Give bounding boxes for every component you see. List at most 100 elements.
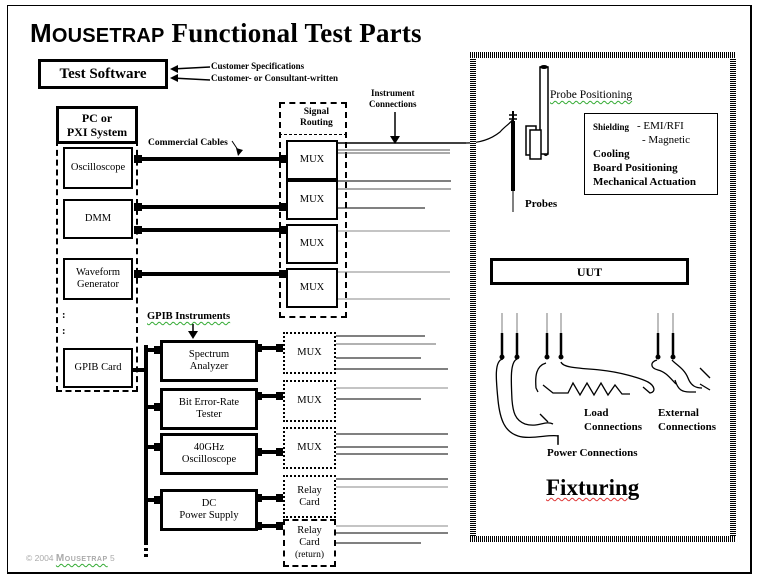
fixturing-features-box: Shielding - EMI/RFI - Magnetic Cooling B… xyxy=(584,113,718,195)
gpib-card-label: GPIB Card xyxy=(74,362,122,373)
instrument-connections-line2: Connections xyxy=(369,99,417,109)
relay-return-line2: Card xyxy=(299,537,320,548)
mux-label: MUX xyxy=(299,194,325,205)
probe-positioning-text: Probe Positioning xyxy=(550,89,633,101)
gpib-bit-error-rate-tester: Bit Error-Rate Tester xyxy=(160,388,258,430)
gpib-40ghz-oscilloscope: 40GHz Oscilloscope xyxy=(160,433,258,475)
instrument-gpib-card: GPIB Card xyxy=(63,348,133,388)
customer-written-label: Customer- or Consultant-written xyxy=(211,73,338,83)
gpib-spectrum-analyzer: Spectrum Analyzer xyxy=(160,340,258,382)
uut-label: UUT xyxy=(576,264,603,279)
spectrum-analyzer-line1: Spectrum xyxy=(188,349,230,360)
customer-specifications-label: Customer Specifications xyxy=(211,61,305,71)
gpib-relay-card: Relay Card xyxy=(283,475,336,518)
instrument-oscilloscope: Oscilloscope xyxy=(63,147,133,189)
footer: © 2004 Mousetrap 5 xyxy=(26,552,115,565)
gpib-dc-power-supply: DC Power Supply xyxy=(160,489,258,531)
title-brand: OUSETRAP xyxy=(51,25,165,47)
probe-positioning-label: Probe Positioning xyxy=(550,89,632,101)
bert-line2: Tester xyxy=(196,409,222,420)
connector xyxy=(134,203,142,211)
load-line1: Load xyxy=(584,407,609,419)
gpib-mux-3: MUX xyxy=(283,427,336,469)
instrument-dmm-label: DMM xyxy=(84,213,112,224)
feature-board-positioning: Board Positioning xyxy=(593,162,678,174)
connector xyxy=(279,203,287,211)
gpib-instruments-text: GPIB Instruments xyxy=(147,311,231,322)
external-line1: External xyxy=(658,407,699,419)
dc-power-line2: Power Supply xyxy=(179,510,239,521)
signal-routing-divider xyxy=(279,134,347,136)
gpib-mux-1: MUX xyxy=(283,332,336,374)
ellipsis-2: : xyxy=(62,326,66,337)
pc-system-box: PC or PXI System xyxy=(56,106,138,144)
waveform-label-line1: Waveform xyxy=(75,267,121,278)
connector xyxy=(279,155,287,163)
feature-shielding-emi: - EMI/RFI xyxy=(637,120,684,132)
signal-mux-3: MUX xyxy=(286,224,338,264)
connector xyxy=(134,226,142,234)
title-text: Functional Test Parts xyxy=(164,18,422,48)
feature-cooling: Cooling xyxy=(593,148,630,160)
pc-system-label-line1: PC or xyxy=(81,111,113,125)
pc-system-label-line2: PXI System xyxy=(66,125,128,139)
cable-waveform xyxy=(135,272,283,276)
connector xyxy=(279,270,287,278)
test-software-box: Test Software xyxy=(38,59,168,89)
signal-mux-2: MUX xyxy=(286,180,338,220)
mux-label: MUX xyxy=(299,282,325,293)
cable-dmm-1 xyxy=(135,205,283,209)
title-brand-initial: M xyxy=(30,18,52,48)
fixturing-title-text: Fixturing xyxy=(546,475,640,500)
cable-dmm-2 xyxy=(135,228,283,232)
connector xyxy=(279,226,287,234)
signal-routing-outline xyxy=(279,102,347,318)
footer-brand: Mousetrap xyxy=(55,553,108,564)
relay-card-line1: Relay xyxy=(297,484,322,496)
power-connections-label: Power Connections xyxy=(547,447,638,459)
relay-card-line2: Card xyxy=(299,496,320,508)
uut-box: UUT xyxy=(490,258,689,285)
gpib-instruments-label: GPIB Instruments xyxy=(147,311,230,323)
signal-mux-1: MUX xyxy=(286,140,338,180)
mux-label: MUX xyxy=(299,238,325,249)
feature-mechanical-actuation: Mechanical Actuation xyxy=(593,176,696,188)
feature-shielding: Shielding xyxy=(593,122,630,132)
mux-label: MUX xyxy=(299,154,325,165)
footer-copyright: © 2004 xyxy=(26,553,54,563)
dc-power-line1: DC xyxy=(201,498,217,509)
signal-routing-line1: Signal xyxy=(303,107,330,117)
gpib-mux-2: MUX xyxy=(283,380,336,422)
connector xyxy=(134,270,142,278)
relay-return-line1: Relay xyxy=(297,525,322,536)
instrument-connections-line1: Instrument xyxy=(371,88,415,98)
test-software-label: Test Software xyxy=(59,66,147,82)
relay-return-line3: (return) xyxy=(294,550,324,560)
oscilloscope-40ghz-line1: 40GHz xyxy=(193,442,225,453)
gpib-mux-3-label: MUX xyxy=(297,442,322,453)
footer-page-number: 5 xyxy=(110,553,115,563)
fixturing-title: Fixturing xyxy=(546,475,639,501)
connector xyxy=(134,155,142,163)
waveform-label-line2: Generator xyxy=(77,279,119,290)
oscilloscope-40ghz-line2: Oscilloscope xyxy=(181,454,237,465)
instrument-waveform-generator: Waveform Generator xyxy=(63,258,133,300)
feature-shielding-magnetic: - Magnetic xyxy=(642,134,690,146)
commercial-cables-label: Commercial Cables xyxy=(148,138,228,148)
gpib-mux-2-label: MUX xyxy=(297,395,322,406)
probes-label: Probes xyxy=(525,198,558,210)
cable-oscilloscope xyxy=(135,157,283,161)
gpib-relay-card-return: Relay Card (return) xyxy=(283,519,336,567)
signal-routing-line2: Routing xyxy=(300,118,333,128)
gpib-mux-1-label: MUX xyxy=(297,347,322,358)
